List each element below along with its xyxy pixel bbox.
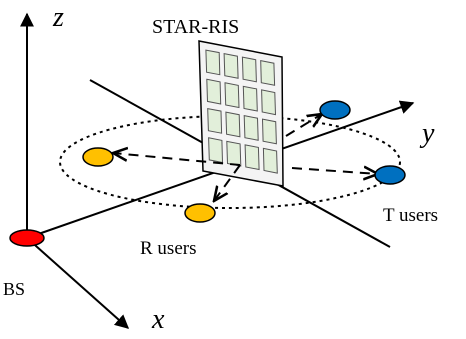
z-axis-label: z — [52, 2, 64, 33]
ris-element — [225, 111, 241, 138]
x-axis — [26, 237, 130, 329]
user-region-ellipse — [59, 115, 401, 209]
link-r-user-left — [113, 153, 241, 166]
t-user-top — [319, 100, 351, 120]
bs-node — [9, 229, 45, 247]
r-users-label: R users — [140, 238, 196, 259]
ris-element — [208, 137, 224, 164]
ris-element — [205, 49, 221, 76]
ris-element — [261, 89, 277, 116]
ris-element — [206, 78, 222, 105]
ris-elements — [205, 49, 278, 174]
y-axis-label: y — [419, 118, 435, 149]
ris-element — [242, 85, 258, 112]
ris-element — [241, 56, 257, 83]
x-axis-label: x — [151, 304, 165, 335]
ris-element — [226, 140, 242, 167]
link-r-user-bottom — [214, 164, 241, 201]
ris-element — [260, 59, 276, 86]
ris-element — [243, 114, 259, 141]
ris-element — [224, 82, 240, 109]
ris-element — [262, 147, 278, 174]
link-t-user-right — [291, 168, 378, 174]
r-user-left — [82, 147, 114, 167]
ris-element — [207, 107, 223, 134]
t-user-right — [374, 165, 406, 185]
panel-label: STAR-RIS — [152, 16, 239, 38]
ris-element — [261, 118, 277, 145]
ris-element — [244, 144, 260, 171]
ris-element — [223, 52, 239, 79]
bs-label: BS — [3, 279, 25, 299]
t-users-label: T users — [383, 205, 438, 226]
r-user-bottom — [184, 203, 216, 223]
star-ris-panel — [198, 40, 284, 187]
link-t-user-top — [285, 114, 322, 137]
